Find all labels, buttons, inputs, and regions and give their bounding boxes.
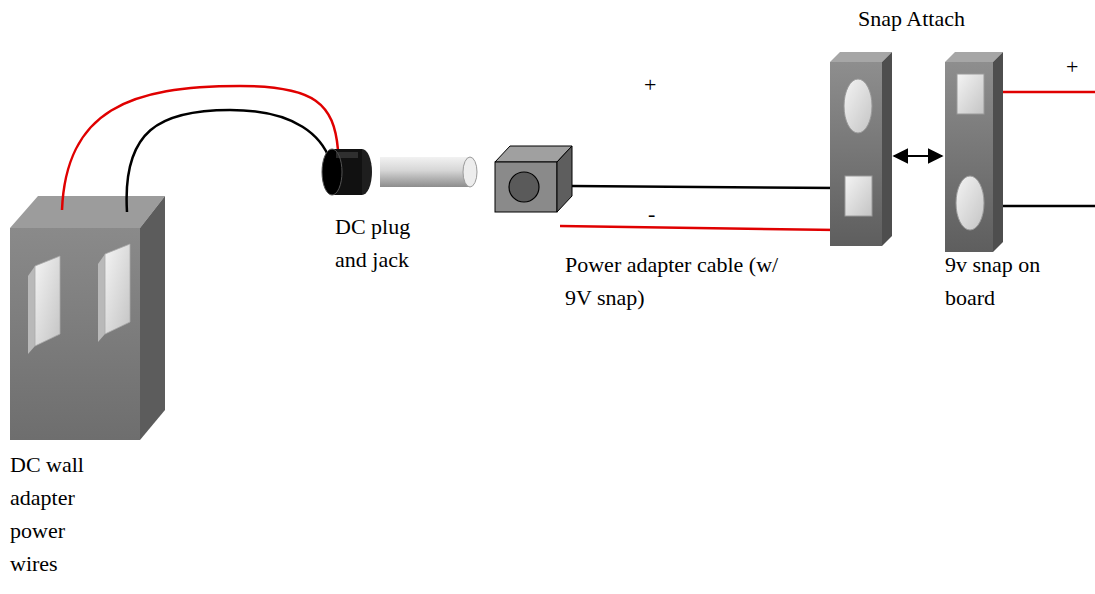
- jack-front-face: [495, 162, 557, 212]
- snap-socket: [957, 74, 984, 114]
- polarity-sign: -: [648, 203, 672, 225]
- part-label: Power adapter cable (w/ 9V snap): [565, 248, 787, 314]
- snap-top-face: [830, 52, 892, 62]
- jack-hole: [509, 172, 539, 202]
- plug-tip-end: [463, 157, 477, 187]
- label-slot: -: [648, 203, 672, 225]
- part-label: 9v snap on board: [945, 248, 1057, 314]
- black-wire: [127, 110, 330, 212]
- wall-adapter: [10, 196, 165, 440]
- black-wire: [1003, 205, 1095, 208]
- prong-side: [98, 254, 105, 342]
- jack-side-face: [557, 146, 572, 212]
- label-slot: Power adapter cable (w/ 9V snap): [565, 248, 787, 314]
- board-snap: [945, 52, 1003, 252]
- adapter-side-face: [140, 196, 165, 440]
- polarity-sign: +: [1066, 56, 1090, 78]
- part-label: DC plug and jack: [335, 210, 431, 276]
- prong-side: [28, 266, 35, 354]
- plug-tip: [380, 157, 470, 187]
- cable-snap: [830, 52, 892, 246]
- snap-top-face: [945, 52, 1003, 62]
- snap-socket: [845, 176, 872, 216]
- dc-jack: [495, 146, 572, 212]
- label-slot: Snap Attach: [858, 2, 1028, 35]
- snap-stud: [844, 79, 872, 133]
- label-slot: DC wall adapter power wires: [10, 448, 105, 580]
- heading-label: Snap Attach: [858, 2, 1028, 35]
- snap-front-face: [830, 62, 882, 246]
- red-wire: [62, 86, 338, 210]
- label-slot: 9v snap on board: [945, 248, 1057, 314]
- label-slot: +: [1066, 56, 1090, 78]
- label-slot: +: [644, 74, 668, 96]
- snap-side-face: [993, 52, 1003, 252]
- label-slot: DC plug and jack: [335, 210, 431, 276]
- adapter-front-face: [10, 228, 140, 440]
- attach-arrow: [894, 155, 942, 157]
- prong: [105, 244, 130, 334]
- prong: [35, 256, 60, 346]
- plug-highlight: [336, 152, 358, 158]
- red-wire: [1003, 91, 1095, 94]
- snap-side-face: [882, 52, 892, 246]
- red-wire: [560, 226, 838, 230]
- polarity-sign: +: [644, 74, 668, 96]
- black-wire: [572, 186, 838, 188]
- dc-plug: [322, 149, 477, 195]
- snap-stud: [956, 176, 984, 230]
- snap-front-face: [945, 62, 993, 252]
- part-label: DC wall adapter power wires: [10, 448, 105, 580]
- adapter-top-face: [10, 196, 165, 228]
